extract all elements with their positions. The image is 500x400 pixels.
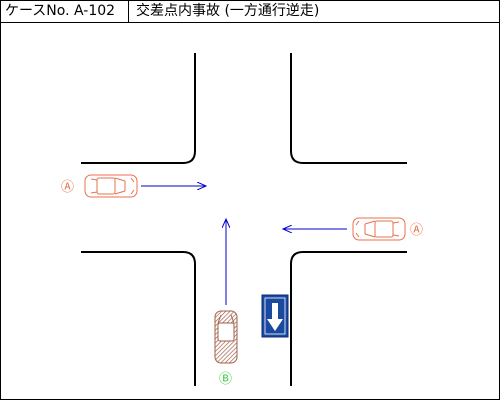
curb-bottom-left [81, 251, 196, 386]
down-arrow-icon [261, 294, 289, 338]
road-curbs [81, 53, 407, 386]
vehicle-a-left [84, 174, 138, 198]
intersection-diagram: Ⓐ Ⓐ Ⓑ [61, 53, 423, 387]
vehicle-a-right [352, 217, 406, 241]
case-title: 交差点内事故 (一方通行逆走) [136, 3, 320, 19]
header-bar: ケースNo. A-102 交差点内事故 (一方通行逆走) [1, 1, 499, 23]
curb-top-right [290, 53, 407, 164]
vehicle-a-right-label: Ⓐ [410, 223, 423, 238]
curb-bottom-right [290, 251, 407, 386]
vehicle-b-label: Ⓑ [219, 372, 232, 387]
curb-top-left [81, 53, 196, 164]
case-number: ケースNo. A-102 [1, 1, 129, 22]
vehicle-a-left-label: Ⓐ [61, 180, 74, 195]
vehicle-b [214, 310, 238, 364]
